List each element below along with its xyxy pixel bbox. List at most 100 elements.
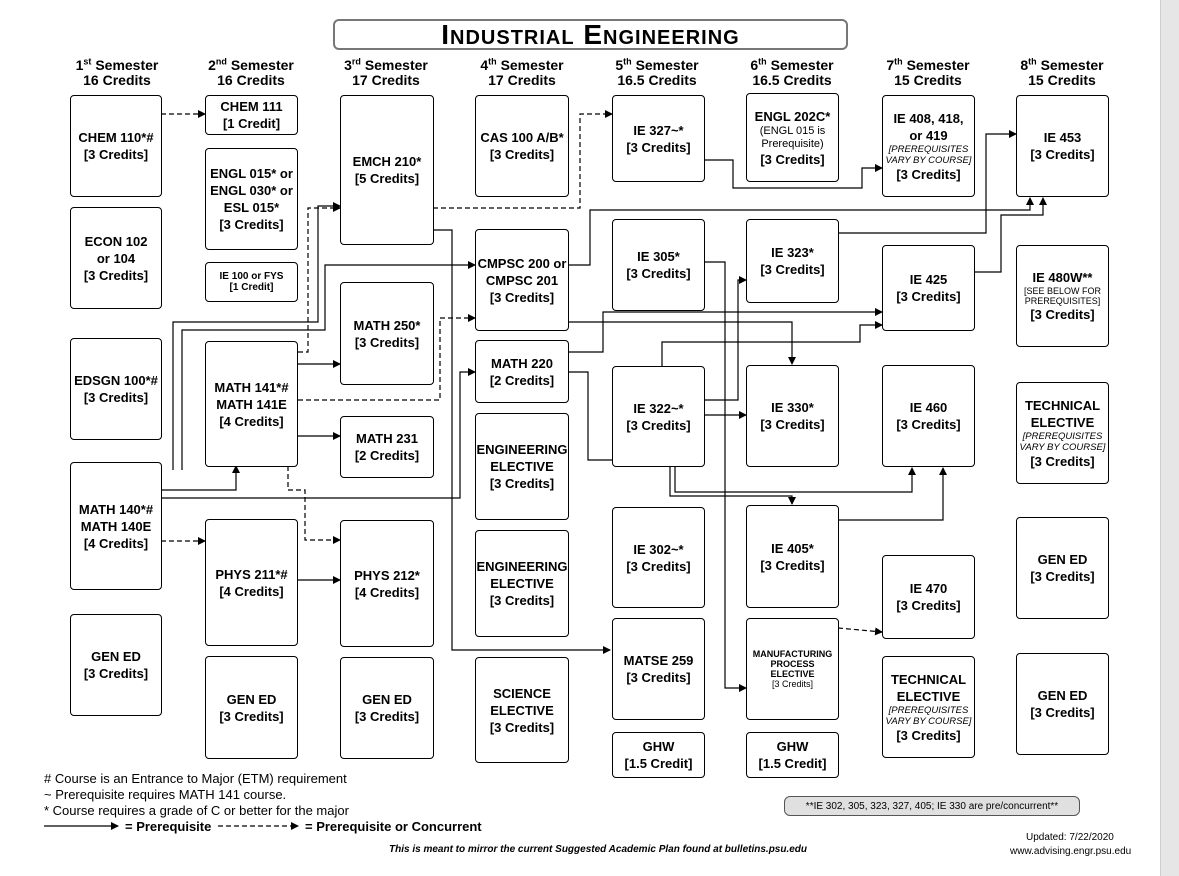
course-credits: [3 Credits]: [489, 719, 555, 735]
course-name: GEN ED: [226, 691, 277, 707]
sem-label: Semester: [230, 57, 294, 73]
course-credits: [3 Credits]: [219, 708, 284, 724]
course-matse259: MATSE 259[3 Credits]: [612, 618, 705, 720]
course-name: EMCH 210*: [352, 154, 422, 169]
arrow-math220-ie425: [568, 308, 883, 353]
course-credits: [3 Credits]: [489, 593, 555, 608]
course-credits: [3 Credits]: [626, 139, 691, 155]
course-name: CMPSC 200 or CMPSC 201: [477, 255, 567, 288]
course-techelec7: TECHNICAL ELECTIVE[PREREQUISITES VARY BY…: [882, 656, 975, 758]
course-math250: MATH 250*[3 Credits]: [340, 282, 434, 385]
legend-grade: * Course requires a grade of C or better…: [44, 803, 349, 818]
course-ie425: IE 425[3 Credits]: [882, 245, 975, 331]
course-mfgelec: MANUFACTURING PROCESS ELECTIVE[3 Credits…: [746, 618, 839, 720]
course-credits: [3 Credits]: [1030, 307, 1095, 322]
course-credits: [3 Credits]: [83, 390, 149, 405]
course-name: IE 100 or FYS: [219, 271, 284, 282]
course-credits: [3 Credits]: [626, 417, 691, 433]
course-name: SCIENCE ELECTIVE: [490, 685, 554, 718]
course-name: IE 460: [909, 400, 948, 415]
course-credits: [3 Credits]: [760, 151, 825, 167]
arrow-math140-math220: [161, 368, 476, 499]
course-name: MATH 141*# MATH 141E: [214, 379, 289, 412]
sem-label: Semester: [635, 57, 699, 73]
course-ie408: IE 408, 418, or 419[PREREQUISITES VARY B…: [882, 95, 975, 197]
course-credits: [3 Credits]: [1030, 147, 1095, 162]
arrow-ie322-ie425: [661, 321, 883, 366]
course-name: MATH 220: [491, 355, 553, 371]
sem-suffix: th: [623, 56, 632, 67]
course-ie327: IE 327~*[3 Credits]: [612, 95, 705, 182]
course-name: EDSGN 100*#: [74, 373, 158, 388]
sem-num: 2: [208, 57, 216, 73]
course-name: IE 305*: [637, 249, 680, 264]
course-credits: [5 Credits]: [354, 171, 420, 186]
course-name: MATH 250*: [353, 317, 421, 333]
course-gened1: GEN ED[3 Credits]: [70, 614, 162, 716]
course-credits: [3 Credits]: [896, 166, 961, 182]
course-credits: [3 Credits]: [219, 217, 284, 232]
sem-credits: 15 Credits: [894, 72, 962, 88]
course-credits: [1 Credit]: [222, 116, 281, 131]
dash-mfg-ie470: [837, 627, 883, 636]
sem-credits: 16.5 Credits: [752, 72, 832, 88]
course-gened2: GEN ED[3 Credits]: [205, 656, 298, 759]
arrow-cmpsc-ie330: [568, 321, 796, 365]
sem-label: Semester: [770, 57, 834, 73]
arrow-edsgn-emch: [172, 202, 341, 470]
course-credits: [3 Credits]: [896, 598, 961, 613]
course-ie470: IE 470[3 Credits]: [882, 555, 975, 639]
course-cmpsc200: CMPSC 200 or CMPSC 201[3 Credits]: [475, 229, 569, 331]
sem-suffix: rd: [351, 56, 361, 67]
course-credits: [1.5 Credit]: [758, 756, 827, 771]
course-name: ENGINEERING ELECTIVE: [476, 559, 568, 591]
course-gened3: GEN ED[3 Credits]: [340, 657, 434, 759]
course-math141: MATH 141*# MATH 141E[4 Credits]: [205, 341, 298, 467]
course-credits: [3 Credits]: [1030, 705, 1095, 720]
course-name: ENGL 015* or ENGL 030* or ESL 015*: [210, 166, 293, 215]
course-name: MATSE 259: [623, 653, 694, 668]
website-link[interactable]: www.advising.engr.psu.edu: [1010, 846, 1132, 857]
course-scielec: SCIENCE ELECTIVE[3 Credits]: [475, 657, 569, 763]
sem-label: Semester: [95, 57, 159, 73]
page-edge: [1160, 0, 1179, 876]
course-credits: [1.5 Credit]: [624, 756, 693, 771]
sem-num: 1: [75, 57, 84, 73]
course-name: TECHNICAL ELECTIVE: [1024, 397, 1101, 430]
course-ie330: IE 330*[3 Credits]: [746, 365, 839, 467]
legend-concurrent: = Prerequisite or Concurrent: [305, 819, 482, 834]
course-credits: [3 Credits]: [760, 417, 825, 432]
sem-credits: 16 Credits: [217, 72, 285, 88]
course-name: IE 405*: [771, 540, 814, 556]
course-name: MATH 231: [356, 431, 418, 446]
sem-num: 6: [750, 57, 759, 73]
dash-math141-cmpsc: [298, 314, 476, 401]
course-credits: [2 Credits]: [354, 448, 420, 463]
dash-emch-ie327: [433, 110, 613, 209]
course-note: [PREREQUISITES VARY BY COURSE]: [885, 704, 972, 727]
arrow-math140-math141: [161, 465, 240, 491]
sem-suffix: th: [894, 56, 903, 67]
page-title: Industrial Engineering: [333, 19, 848, 50]
arrow-cmpsc-ie453: [568, 197, 1034, 266]
course-credits: [1 Credit]: [229, 282, 274, 293]
concurrent-note: **IE 302, 305, 323, 327, 405; IE 330 are…: [784, 796, 1080, 816]
arrow-math140-cmpsc: [181, 261, 476, 470]
course-note: (ENGL 015 is Prerequisite): [759, 124, 826, 150]
course-credits: [2 Credits]: [489, 372, 555, 388]
course-emch210: EMCH 210* [5 Credits]: [340, 95, 434, 245]
course-name: GEN ED: [1037, 688, 1088, 703]
course-ie100: IE 100 or FYS[1 Credit]: [205, 262, 298, 302]
updated-date: Updated: 7/22/2020: [1026, 832, 1114, 843]
course-name: ECON 102 or 104: [84, 233, 148, 266]
course-name: ENGINEERING ELECTIVE: [476, 442, 568, 474]
course-gened8a: GEN ED[3 Credits]: [1016, 517, 1109, 619]
course-note: [PREREQUISITES VARY BY COURSE]: [885, 143, 972, 166]
sem-num: 3: [344, 57, 352, 73]
sem-suffix: st: [83, 56, 92, 67]
course-cas100: CAS 100 A/B*[3 Credits]: [475, 95, 569, 197]
dash-math141-phys212: [287, 466, 341, 544]
